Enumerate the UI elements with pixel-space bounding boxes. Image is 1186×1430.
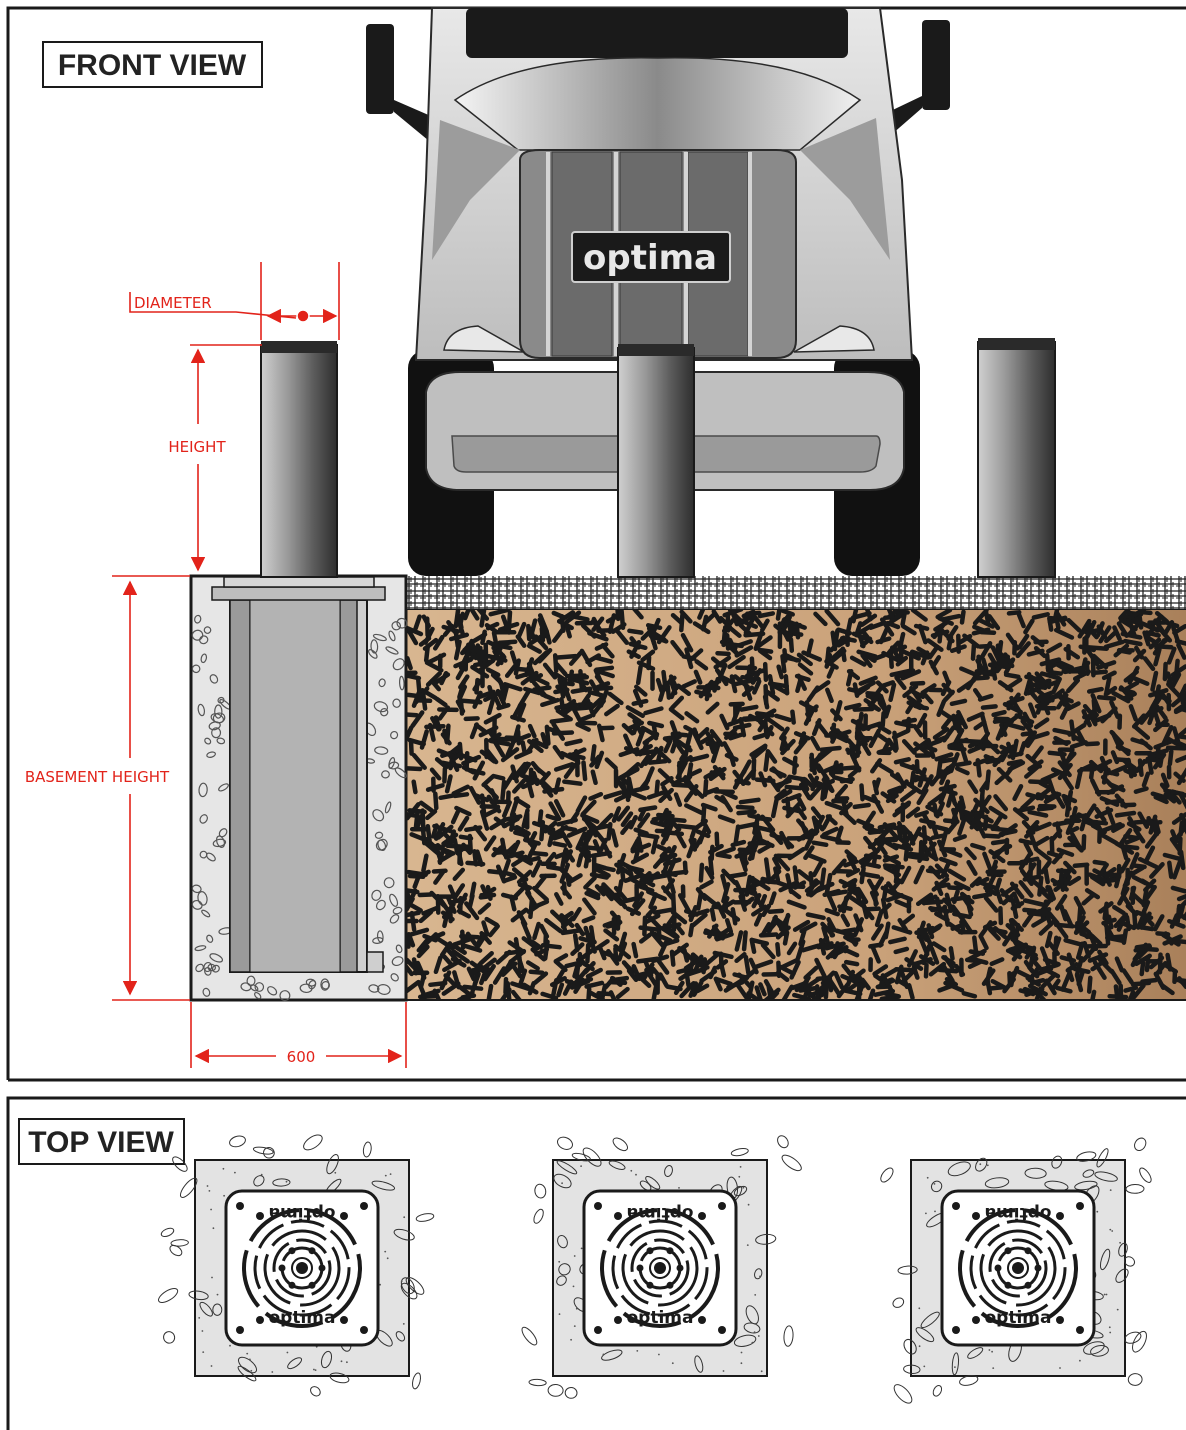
top-view-title: TOP VIEW [28,1126,174,1159]
cap-logo-top: optima [627,1203,694,1223]
ground-surface [406,576,1186,611]
cap-logo-top: optima [269,1203,336,1223]
top-view-title-box: TOP VIEW [18,1118,185,1165]
truck-logo: optima [583,238,717,278]
top-view-bollard-2: optima optima [521,1135,802,1399]
width-label: 600 [287,1048,316,1066]
top-view-bollards: optima optima optima optima optima optima [158,1134,1152,1404]
top-view-bollard-3: optima optima [880,1137,1152,1404]
cap-logo-bottom: optima [627,1308,694,1328]
dimension-annotations [112,262,407,1068]
front-view-title-box: FRONT VIEW [42,41,263,88]
front-view-title: FRONT VIEW [58,49,247,82]
top-view-panel [6,1096,1186,1430]
basement-height-label: BASEMENT HEIGHT [25,768,170,786]
diameter-label: DIAMETER [134,294,212,312]
cap-logo-bottom: optima [985,1308,1052,1328]
cap-logo-bottom: optima [269,1308,336,1328]
height-label: HEIGHT [168,438,226,456]
bollard-right [977,338,1056,578]
truck: optima [366,7,950,576]
soil [406,610,1186,1001]
dimension-labels: DIAMETER HEIGHT BASEMENT HEIGHT 600 [25,294,316,1066]
top-view-bollard-1: optima optima [158,1134,435,1397]
concrete-pit [189,574,408,1002]
bollard-left [260,341,338,578]
cap-logo-top: optima [985,1203,1052,1223]
bollard-center [617,344,695,578]
